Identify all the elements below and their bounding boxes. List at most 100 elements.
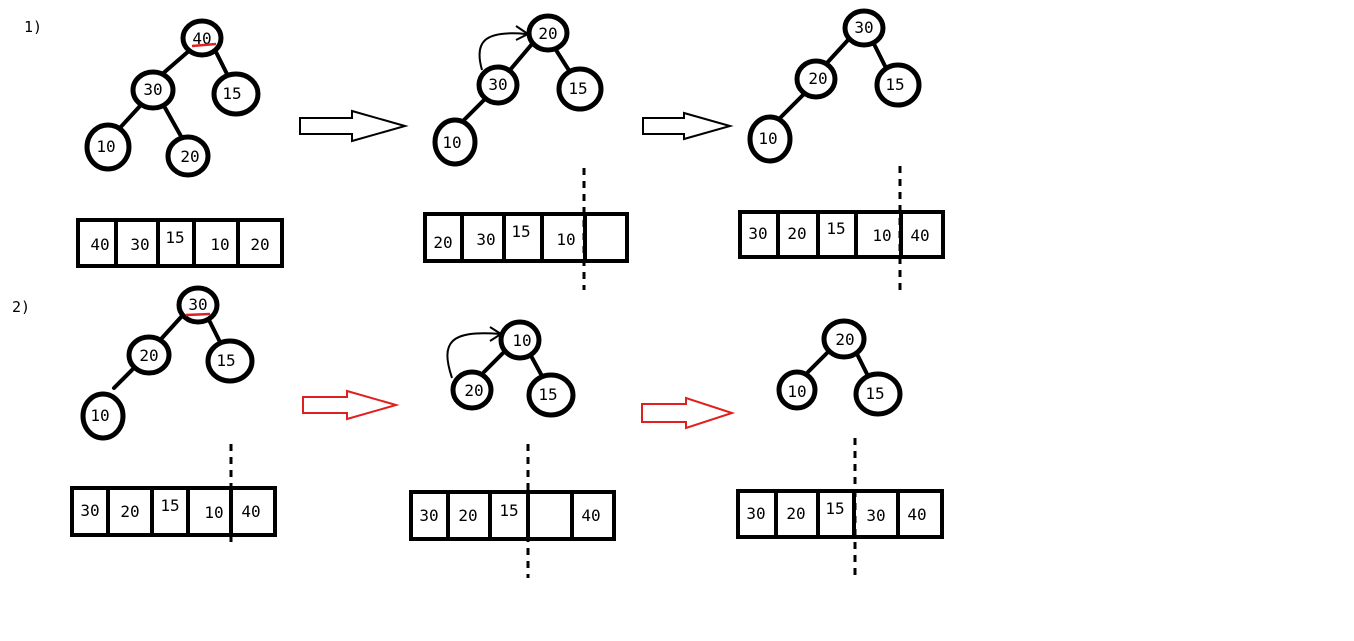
array-cell: 15: [825, 499, 844, 518]
panel-1-initial: 40 30 15 10 20: [76, 18, 284, 268]
svg-text:15: 15: [568, 79, 587, 98]
tree-node-root: 30: [176, 285, 220, 325]
step-label-1: 1): [24, 18, 42, 36]
panel-2-result: 20 10 15 30 20 15 30 40: [736, 318, 944, 576]
tree-node: 20: [794, 58, 838, 100]
svg-text:20: 20: [464, 381, 483, 400]
tree-node-root: 30: [842, 8, 886, 48]
swap-curve-arrow: [478, 32, 527, 71]
array-cell: 10: [210, 235, 229, 254]
tree-node: 10: [80, 391, 126, 441]
svg-text:15: 15: [222, 84, 241, 103]
root-highlight-mark: [191, 42, 217, 48]
array-cell: 20: [120, 502, 139, 521]
array-cell: 30: [419, 506, 438, 525]
tree-node: 15: [205, 338, 255, 384]
array-cell: 30: [746, 504, 765, 523]
panel-1-result: 30 20 15 10 30 20 15 10 4: [738, 8, 945, 290]
array-row: 30 20 15 40: [409, 490, 616, 541]
tree-node: 15: [526, 372, 576, 418]
svg-text:15: 15: [216, 351, 235, 370]
step-arrow-4: [641, 396, 736, 430]
array-cell: 30: [748, 224, 767, 243]
array-cell: 10: [204, 503, 223, 522]
svg-text:10: 10: [96, 137, 115, 156]
array-row: 30 20 15 10 40: [738, 210, 945, 259]
svg-text:15: 15: [538, 385, 557, 404]
array-row: 30 20 15 30 40: [736, 489, 944, 539]
tree-node: 15: [556, 66, 604, 112]
svg-text:20: 20: [835, 330, 854, 349]
step-arrow-2: [642, 111, 734, 141]
svg-text:30: 30: [143, 80, 162, 99]
array-cell: 40: [241, 502, 260, 521]
tree-node-root: 40: [180, 18, 224, 58]
array-cell: 15: [165, 228, 184, 247]
panel-1-swap: 20 30 15 10 20 30 15 10: [423, 13, 629, 290]
svg-text:20: 20: [538, 24, 557, 43]
tree-node: 15: [211, 71, 261, 117]
array-cell: 20: [787, 224, 806, 243]
panel-2-initial: 30 20 15 10 30 20 15 1: [70, 285, 277, 545]
array-cell: 40: [907, 505, 926, 524]
array-row: 40 30 15 10 20: [76, 218, 284, 268]
array-cell: 30: [130, 235, 149, 254]
panel-2-swap: 10 20 15 30 20 15 40: [409, 319, 616, 578]
svg-text:10: 10: [758, 129, 777, 148]
step-arrow-1: [299, 109, 409, 143]
svg-text:20: 20: [808, 69, 827, 88]
array-cell: 10: [872, 226, 891, 245]
tree: 30 20 15 10: [80, 285, 255, 441]
swap-curve-arrow: [446, 332, 501, 379]
array-cell: 10: [556, 230, 575, 249]
array-cell: 15: [826, 219, 845, 238]
array-cell: 15: [160, 496, 179, 515]
array-cell: 30: [476, 230, 495, 249]
tree-node: 10: [776, 369, 818, 411]
array-cell: 30: [866, 506, 885, 525]
array-cell: 40: [90, 235, 109, 254]
tree-node: 30: [130, 69, 176, 111]
tree-node: 30: [476, 64, 520, 106]
tree-node: 15: [853, 371, 903, 417]
svg-text:30: 30: [188, 295, 207, 314]
svg-text:20: 20: [139, 346, 158, 365]
tree-node: 15: [874, 62, 922, 108]
tree-node: 10: [84, 122, 132, 172]
step-arrow-3: [302, 389, 400, 421]
tree: 20 30 15 10: [432, 13, 604, 167]
tree: 40 30 15 10 20: [84, 18, 261, 178]
svg-text:40: 40: [192, 29, 211, 48]
array-cell: 20: [786, 504, 805, 523]
svg-text:30: 30: [854, 18, 873, 37]
tree: 20 10 15: [776, 318, 903, 417]
tree-node: 20: [126, 334, 172, 376]
svg-text:20: 20: [180, 147, 199, 166]
array-cell: 30: [80, 501, 99, 520]
svg-text:10: 10: [512, 331, 531, 350]
array-cell: 20: [433, 233, 452, 252]
svg-text:10: 10: [90, 406, 109, 425]
tree-node-root: 20: [821, 318, 867, 360]
array-cell: 40: [910, 226, 929, 245]
array-row: 20 30 15 10: [423, 212, 629, 263]
tree: 10 20 15: [446, 319, 576, 418]
array-cell: 20: [458, 506, 477, 525]
array-cell: 15: [511, 222, 530, 241]
svg-text:15: 15: [865, 384, 884, 403]
svg-text:10: 10: [787, 382, 806, 401]
tree-node: 20: [165, 134, 211, 178]
tree-node-root: 10: [498, 319, 542, 361]
step-label-2: 2): [12, 298, 30, 316]
tree-node: 10: [747, 114, 793, 164]
tree-node: 10: [432, 117, 478, 167]
svg-text:30: 30: [488, 75, 507, 94]
svg-text:10: 10: [442, 133, 461, 152]
array-cell: 20: [250, 235, 269, 254]
svg-text:15: 15: [885, 75, 904, 94]
root-highlight-mark: [185, 312, 211, 317]
array-cell: 15: [499, 501, 518, 520]
tree-node: 20: [450, 369, 494, 411]
array-row: 30 20 15 10 40: [70, 486, 277, 537]
